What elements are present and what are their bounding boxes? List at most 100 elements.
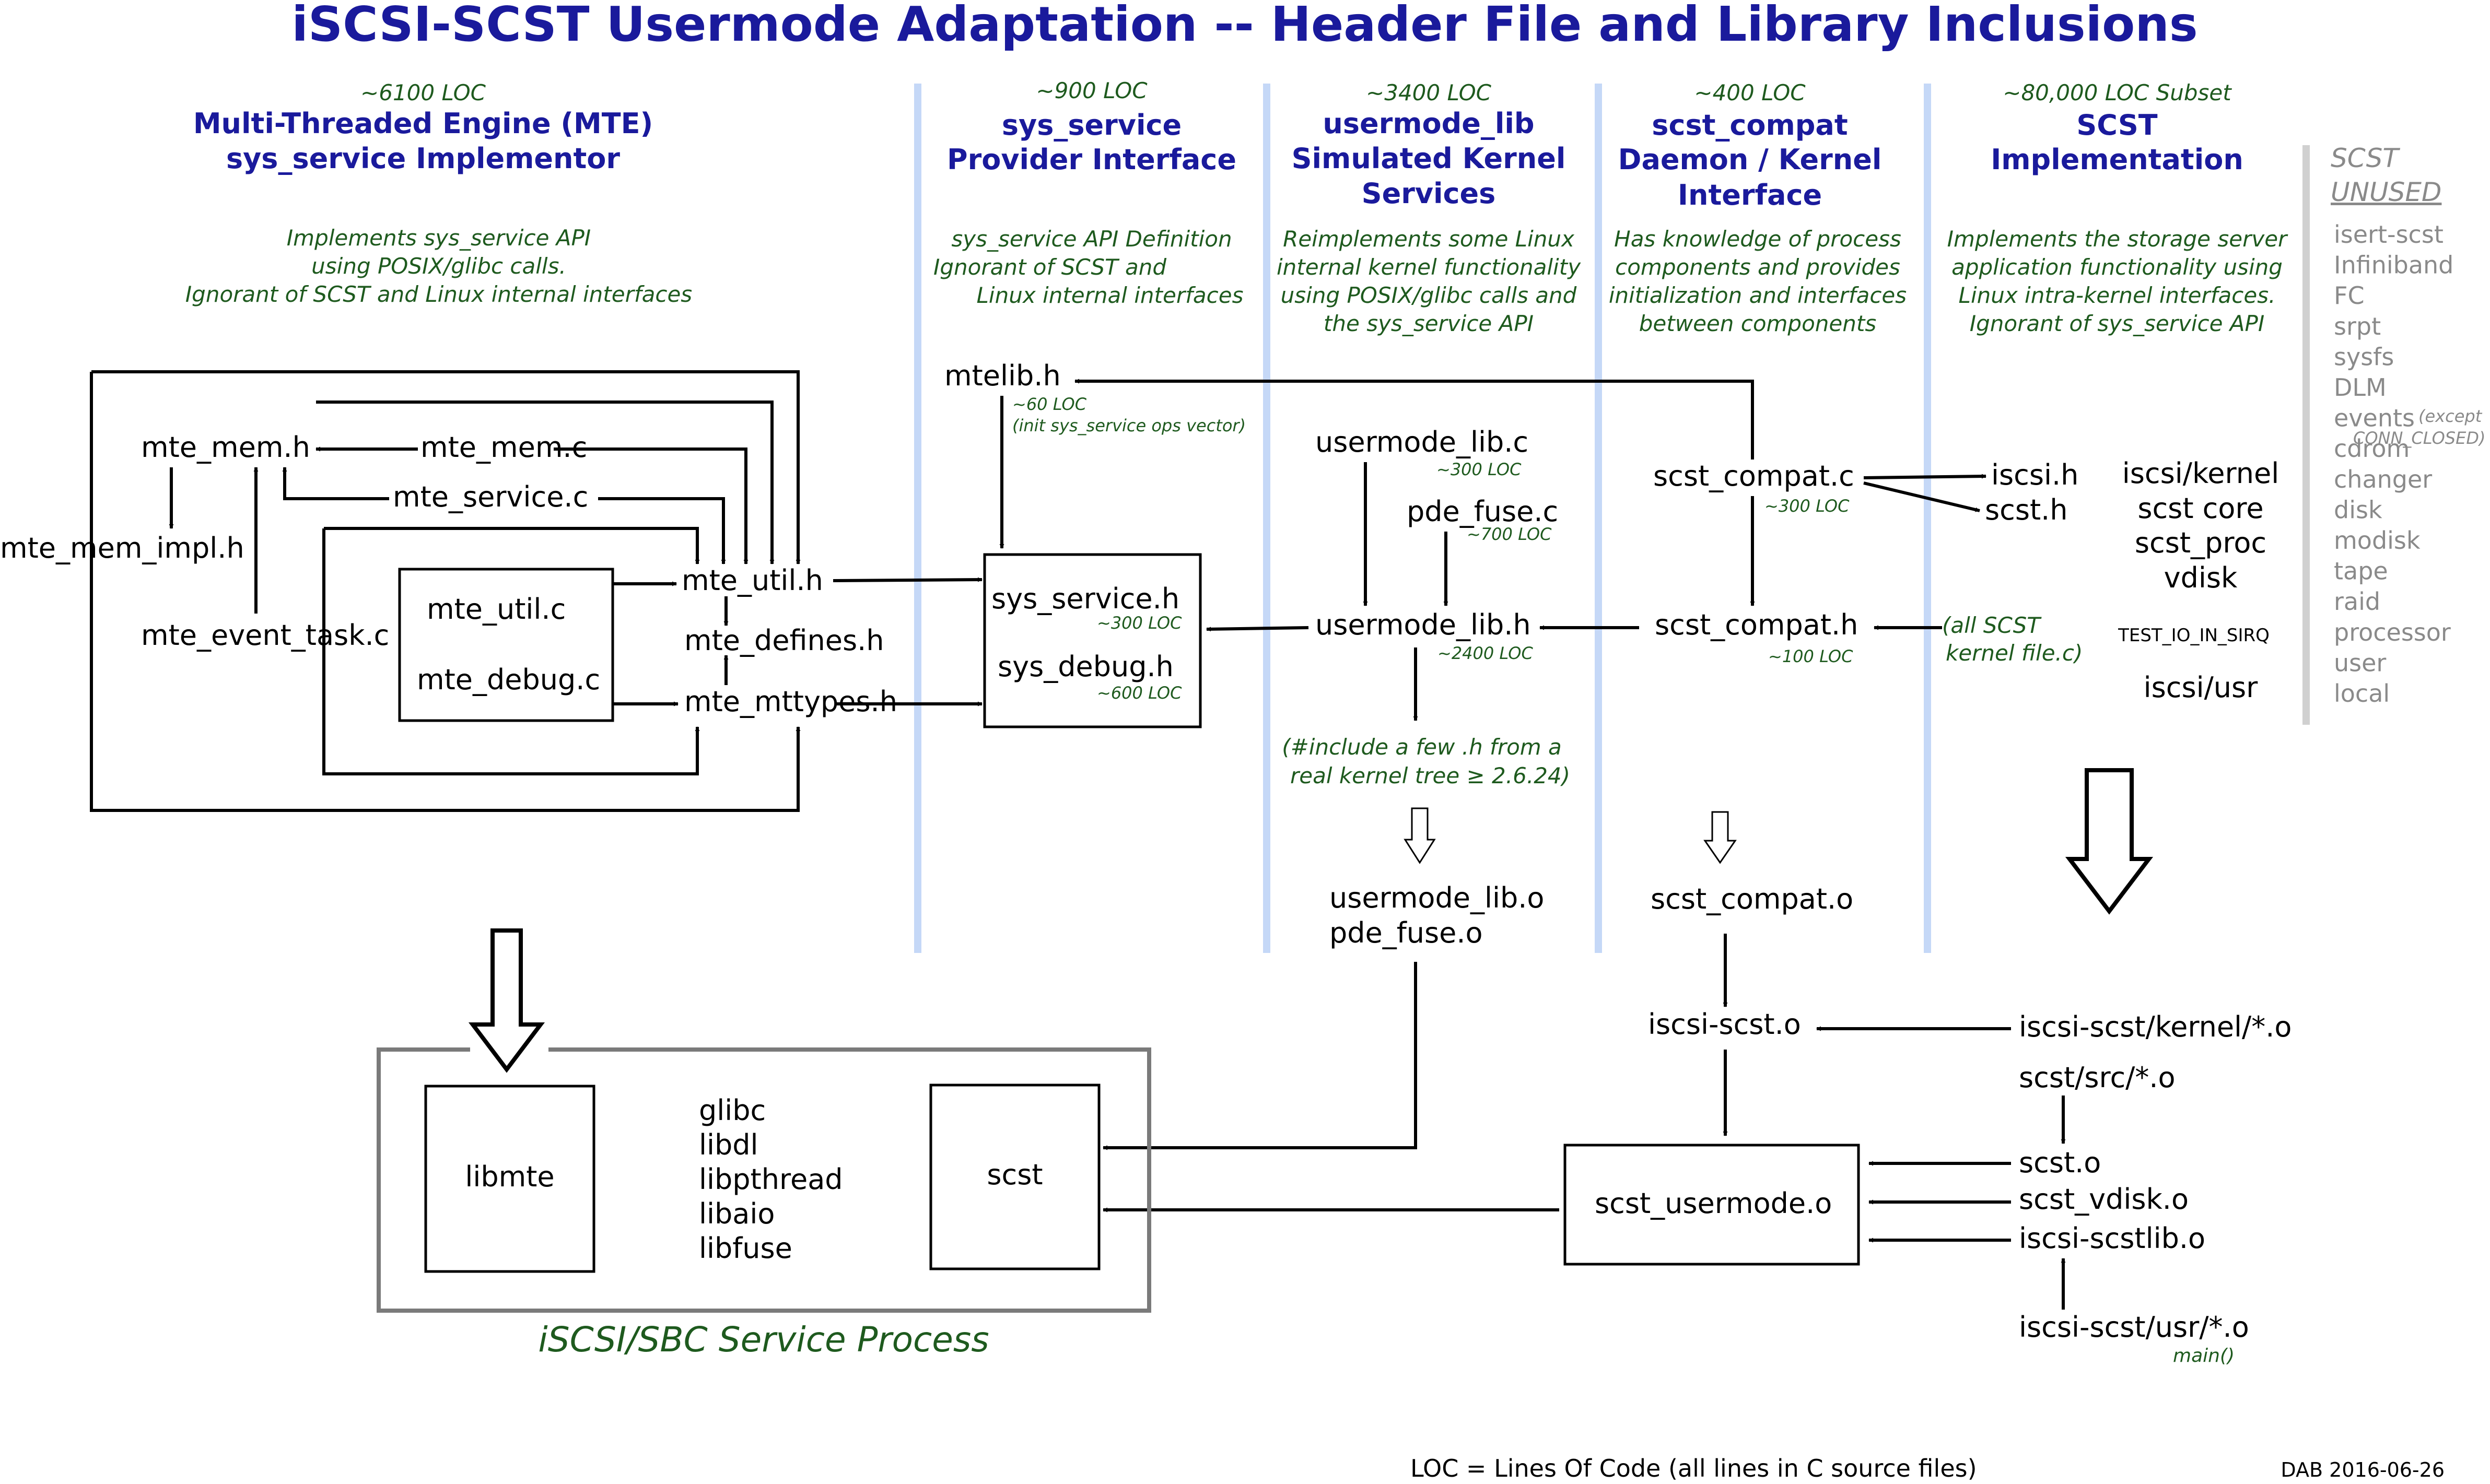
line-memh-utilh: [316, 401, 775, 564]
footer-signature: DAB 2016-06-26: [2281, 1458, 2445, 1481]
scst-list-1: iscsi/kernel: [2122, 457, 2279, 490]
scst-compat-o: scst_compat.o: [1651, 882, 1853, 915]
um-desc-3: using POSIX/glibc calls and: [1281, 282, 1577, 308]
sys-service-loc: ~300 LOC: [1097, 613, 1182, 633]
include-note-2: real kernel tree ≥ 2.6.24): [1290, 763, 1570, 788]
um-heading-1: usermode_lib: [1323, 107, 1534, 140]
compat-desc-1: Has knowledge of process: [1614, 226, 1901, 252]
usermode-lib-c-loc: ~300 LOC: [1436, 460, 1522, 479]
iscsi-h: iscsi.h: [1991, 458, 2078, 491]
mte-desc-1: Implements sys_service API: [287, 225, 591, 251]
arrow-umh-sysservice: [1206, 626, 1309, 632]
footer-loc-def: LOC = Lines Of Code (all lines in C sour…: [1410, 1454, 1977, 1482]
mtelib-loc: ~60 LOC: [1012, 394, 1087, 414]
test-io-label: TEST_IO_IN_SIRQ: [2118, 625, 2270, 646]
unused-item: raid: [2334, 587, 2380, 616]
pde-fuse-c: pde_fuse.c: [1407, 495, 1558, 528]
sys-desc-2: Ignorant of SCST and: [933, 254, 1166, 280]
divider-2: [1263, 84, 1270, 953]
mte-defines-h: mte_defines.h: [684, 624, 884, 657]
events-note-1: (except: [2418, 406, 2483, 426]
compat-desc-3: initialization and interfaces: [1609, 282, 1907, 308]
big-down-arrow-scst: [2065, 768, 2154, 915]
arrow-utilh-sysservice: [833, 577, 983, 582]
include-note-1: (#include a few .h from a: [1282, 734, 1562, 760]
unused-item: Infiniband: [2334, 251, 2453, 279]
iscsi-kernel-o: iscsi-scst/kernel/*.o: [2019, 1010, 2292, 1043]
arrow-compatc-mtelib: [1074, 379, 1754, 460]
compat-heading-1: scst_compat: [1652, 109, 1848, 142]
mte-files: mte_mem.h mte_mem.c mte_service.c mte_me…: [0, 431, 897, 722]
scst-usermode-box: [1563, 1144, 1860, 1266]
pde-fuse-c-loc: ~700 LOC: [1467, 524, 1552, 544]
mte-debug-c: mte_debug.c: [417, 663, 600, 696]
mte-loc: ~6100 LOC: [360, 80, 486, 105]
unused-item: changer: [2334, 465, 2432, 493]
mtelib-h: mtelib.h: [944, 359, 1061, 392]
scst-compat-h: scst_compat.h: [1655, 608, 1858, 641]
unused-items: isert-scstInfinibandFCsrptsysfsDLMevents…: [2334, 220, 2453, 708]
sys-headers-box: [983, 553, 1202, 728]
scst-list-2: scst core: [2137, 492, 2263, 525]
events-note-2: CONN_CLOSED): [2353, 428, 2485, 448]
lib-item: libdl: [699, 1128, 758, 1161]
sys-desc-1: sys_service API Definition: [951, 226, 1232, 252]
compat-heading-3: Interface: [1678, 179, 1822, 211]
pde-fuse-o: pde_fuse.o: [1329, 916, 1483, 949]
sys-desc-3: Linux internal interfaces: [977, 282, 1244, 308]
um-files: usermode_lib.c ~300 LOC pde_fuse.c ~700 …: [1282, 426, 1570, 949]
libmte-label: libmte: [465, 1160, 554, 1193]
compat-arrows: [1074, 379, 1986, 1212]
unused-item: disk: [2334, 496, 2382, 524]
usermode-lib-c: usermode_lib.c: [1315, 426, 1528, 458]
column-scst-header: ~80,000 LOC Subset SCST Implementation I…: [1947, 80, 2288, 336]
column-sys-service-header: ~900 LOC sys_service Provider Interface …: [933, 78, 1244, 308]
unused-item: srpt: [2334, 312, 2381, 340]
unused-item: isert-scst: [2334, 220, 2444, 249]
mte-desc-3: Ignorant of SCST and Linux internal inte…: [185, 281, 692, 307]
loop-outer-mttypes: [90, 372, 801, 812]
um-heading-2: Simulated Kernel: [1292, 142, 1566, 175]
sys-files: mtelib.h ~60 LOC (init sys_service ops v…: [944, 359, 1246, 728]
compat-loc: ~400 LOC: [1694, 80, 1806, 105]
usermode-lib-o: usermode_lib.o: [1329, 881, 1544, 914]
scst-usermode-o: scst_usermode.o: [1595, 1187, 1832, 1220]
scst-list-4: vdisk: [2164, 561, 2238, 594]
unused-item: user: [2334, 649, 2386, 677]
unused-item: modisk: [2334, 526, 2421, 555]
compat-heading-2: Daemon / Kernel: [1618, 143, 1882, 176]
scst-src-o: scst/src/*.o: [2019, 1061, 2176, 1094]
mte-heading-1: Multi-Threaded Engine (MTE): [193, 107, 653, 140]
sys-service-h: sys_service.h: [991, 582, 1179, 615]
column-scst-compat-header: ~400 LOC scst_compat Daemon / Kernel Int…: [1609, 80, 1907, 336]
unused-item: events: [2334, 404, 2415, 432]
divider-1: [914, 84, 921, 953]
small-down-arrow-um: [1404, 807, 1436, 864]
unused-item: FC: [2334, 281, 2365, 310]
process-label: iSCSI/SBC Service Process: [538, 1320, 989, 1360]
loop-outer-utilh: [91, 370, 801, 564]
iscsi-scstlib-o: iscsi-scstlib.o: [2019, 1222, 2205, 1255]
iscsi-usr: iscsi/usr: [2144, 671, 2259, 704]
compat-desc-4: between components: [1639, 311, 1876, 336]
compat-desc-2: components and provides: [1615, 254, 1900, 280]
unused-title-2: UNUSED: [2331, 177, 2441, 207]
mtelib-note: (init sys_service ops vector): [1012, 416, 1246, 435]
um-loc: ~3400 LOC: [1366, 80, 1492, 105]
scst-compat-c: scst_compat.c: [1653, 460, 1854, 492]
scst-desc-3: Linux intra-kernel interfaces.: [1959, 282, 2276, 308]
sys-heading-1: sys_service: [1002, 109, 1182, 142]
sys-debug-loc: ~600 LOC: [1097, 683, 1182, 703]
scst-box-label: scst: [987, 1158, 1043, 1191]
unused-item: DLM: [2334, 373, 2387, 402]
line-memc-utilh: [554, 447, 749, 564]
mte-util-c: mte_util.c: [427, 593, 566, 626]
lib-item: libpthread: [699, 1163, 843, 1196]
mte-arrows: [90, 370, 983, 812]
mte-event-task-c: mte_event_task.c: [141, 619, 389, 652]
scst-files: iscsi.h scst.h iscsi/kernel scst core sc…: [1942, 457, 2292, 1367]
all-scst-note-1: (all SCST: [1942, 613, 2042, 638]
